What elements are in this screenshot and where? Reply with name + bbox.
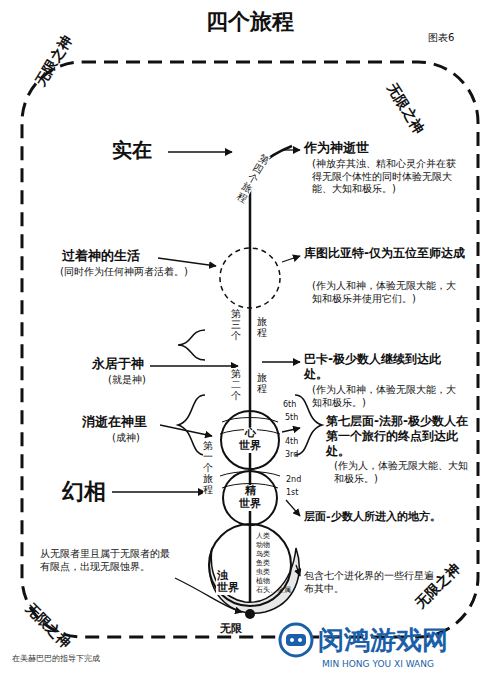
leader-arrow (158, 258, 216, 266)
leader-arrow (160, 425, 212, 436)
origin-note: 从无限者里且属于无限者的最有限点，出现无限蚀界。 (40, 548, 175, 573)
sphere-label: 精 (244, 485, 257, 498)
leader-arrow (262, 361, 300, 362)
kingdom-name: 动物 (256, 541, 270, 550)
leader-arrow (150, 365, 238, 366)
journey-note: (神放弃其浊、精和心灵介并在获得无限个体性的同时体验无限大能、大知和极乐。) (312, 158, 460, 196)
journey-name: 第一个旅程 (203, 440, 213, 495)
journey-heading: 第七层面-法那-极少数人在第一个旅行的终点到达此处。 (326, 414, 476, 459)
leader-arrow (282, 149, 300, 150)
journey-name: 旅程 (257, 372, 267, 394)
journey-heading: 库图比亚特-仅为五位至师达成 (304, 246, 472, 261)
dashed-border (22, 62, 478, 637)
sphere-label: 世界 (238, 498, 262, 511)
sphere-node: 精世界 (222, 470, 278, 526)
plane-number: 2nd (286, 475, 301, 485)
leader-arrow (296, 565, 300, 576)
plane-note: 层面-少数人所进入的地方。 (304, 510, 469, 524)
bracket (178, 330, 205, 360)
journey-heading: 作为神逝世 (304, 140, 369, 156)
figure-number: 图表6 (428, 32, 454, 45)
plane-number: 4th (285, 437, 298, 447)
journey-note: (作为人和神，体验无限大能，大知和极乐并使用它们。) (312, 280, 460, 305)
journey-name: 第三个 (231, 308, 241, 341)
watermark: MIN HONG YOU XI WANG (322, 659, 434, 670)
corner-label: 无限之神 (22, 600, 74, 652)
sphere-label: 世界 (216, 582, 240, 595)
region-label: 实在 (112, 138, 152, 163)
leader-arrow (112, 491, 205, 492)
kingdom-name: 植物 (256, 577, 270, 586)
kingdom-name: 虫类 (256, 568, 270, 577)
state-note: (同时作为任何神两者活着。) (60, 266, 200, 279)
journey-name: 第四个旅程 (235, 152, 271, 205)
journey-name: 第二个 (231, 368, 241, 401)
corner-label: 无限之神 (412, 560, 464, 612)
corner-label: 无限之神 (383, 80, 428, 137)
corner-label: 无限之神 (32, 33, 77, 90)
watermark-logo (280, 624, 312, 656)
state-heading: 消逝在神里 (82, 414, 147, 430)
plane-rings (220, 418, 280, 489)
origin-dot (245, 609, 255, 619)
kingdom-name: 鸟类 (256, 550, 270, 559)
origin-label: 无限 (220, 622, 242, 636)
plane-number: 3rd (285, 450, 298, 460)
dashed-circle (220, 248, 280, 308)
journey-note: (作为人和神，体验无限大能，大知和极乐。) (312, 384, 460, 409)
leader-arrow (175, 578, 242, 612)
kingdom-name: 人类 (256, 532, 270, 541)
watermark: 闵鸿游戏网 (318, 624, 448, 657)
plane-number: 6th (283, 400, 296, 410)
leader-arrow (282, 256, 300, 262)
state-heading: 过着神的生活 (62, 248, 140, 264)
credit-note: 在美赫巴巴的指导下完成 (12, 654, 102, 664)
sphere-label: 浊 (216, 570, 229, 583)
plane-number: 1st (286, 488, 298, 498)
sphere-label: 世界 (238, 440, 262, 453)
leader-arrow (282, 428, 300, 432)
journey-note: (作为人，体验无限大能、大知和极乐。) (334, 460, 474, 485)
region-label: 幻相 (62, 478, 106, 506)
sphere-node: 浊世界 (208, 523, 292, 607)
journey-heading: 巴卡-极少数人继续到达此处。 (304, 352, 464, 382)
state-note: (成神) (112, 432, 140, 445)
planet-note: 包含七个进化界的一些行星遍布其中。 (304, 570, 434, 595)
state-note: (就是神) (108, 374, 146, 387)
journey-line (250, 146, 292, 612)
kingdom-name: 鱼类 (256, 559, 270, 568)
diagram-title: 四个旅程 (0, 8, 500, 36)
bracket (178, 395, 205, 455)
plane-number: 5th (285, 413, 298, 423)
leader-arrow (168, 151, 232, 152)
state-heading: 永居于神 (92, 356, 144, 372)
sphere-node: 心世界 (220, 410, 280, 470)
sphere-label: 心 (244, 427, 257, 440)
journey-name: 旅程 (257, 316, 267, 338)
leader-arrow (286, 500, 300, 516)
kingdom-name: 石头、金属 (256, 586, 291, 595)
